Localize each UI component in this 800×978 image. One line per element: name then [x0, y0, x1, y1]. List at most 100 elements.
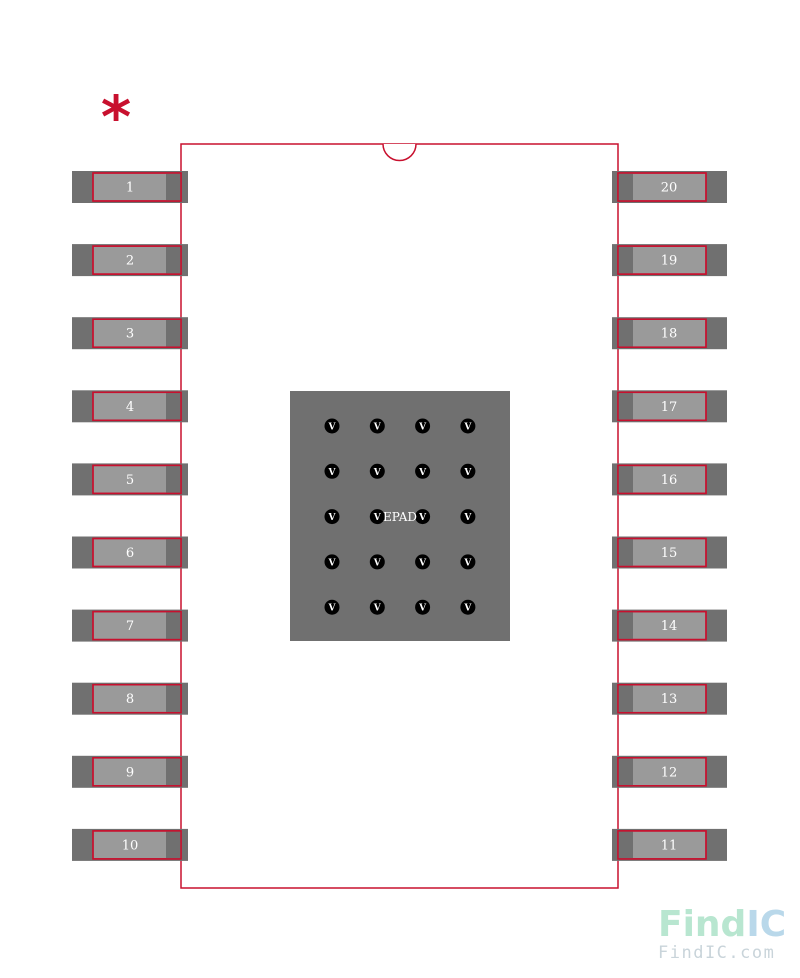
- pad-number: 19: [661, 254, 678, 269]
- via-label: V: [463, 604, 472, 614]
- thermal-via: V: [324, 418, 340, 434]
- watermark-logo-ic: IC: [746, 904, 786, 945]
- pad-copper-overlap: [166, 684, 181, 713]
- thermal-via: V: [415, 599, 431, 615]
- pad-left-6: 6: [72, 536, 188, 569]
- pad-number: 9: [126, 765, 134, 780]
- via-circle: [324, 509, 340, 525]
- via-circle: [460, 463, 476, 479]
- via-circle: [415, 418, 431, 434]
- pad-copper-overlap: [166, 319, 181, 348]
- thermal-via: V: [369, 599, 385, 615]
- pad-copper-overlap: [166, 465, 181, 494]
- thermal-via: V: [324, 509, 340, 525]
- pad-number: 15: [661, 546, 678, 561]
- pad-right-13: 13: [612, 682, 727, 715]
- via-label: V: [328, 558, 337, 568]
- pad-number: 16: [661, 473, 678, 488]
- via-circle: [324, 599, 340, 615]
- via-label: V: [373, 558, 382, 568]
- pad-copper-overlap: [618, 684, 633, 713]
- thermal-via: V: [324, 463, 340, 479]
- via-circle: [460, 509, 476, 525]
- via-label: V: [463, 513, 472, 523]
- pad-number: 7: [126, 619, 134, 634]
- via-label: V: [463, 468, 472, 478]
- pad-copper-overlap: [618, 538, 633, 567]
- via-circle: [324, 463, 340, 479]
- pad-outline-border: [617, 683, 707, 714]
- pad-outline-border: [92, 830, 182, 860]
- thermal-via: V: [415, 418, 431, 434]
- via-circle: [415, 509, 431, 525]
- via-label: V: [373, 468, 382, 478]
- pad-outline-border: [92, 464, 182, 495]
- pad-number: 5: [126, 473, 134, 488]
- pad-right-19: 19: [612, 244, 727, 277]
- pad-number: 3: [126, 327, 134, 342]
- pad-copper-overlap: [166, 538, 181, 567]
- via-circle: [369, 418, 385, 434]
- thermal-via: V: [460, 554, 476, 570]
- via-label: V: [328, 423, 337, 433]
- via-label: V: [328, 513, 337, 523]
- pad-right-11: 11: [612, 828, 727, 861]
- pad-left-4: 4: [72, 390, 188, 423]
- via-label: V: [373, 513, 382, 523]
- pad-copper-overlap: [166, 757, 181, 786]
- pad-outline-border: [92, 610, 182, 641]
- thermal-via: V: [369, 463, 385, 479]
- pin1-marker: *: [101, 83, 131, 151]
- via-circle: [460, 599, 476, 615]
- pad-right-17: 17: [612, 390, 727, 423]
- pad-copper-overlap: [618, 465, 633, 494]
- pad-copper-overlap: [618, 173, 633, 201]
- pad-outline-border: [617, 318, 707, 348]
- epad-label: EPAD: [383, 510, 417, 524]
- via-circle: [369, 554, 385, 570]
- findic-watermark: FindIC FindIC.com: [658, 904, 786, 963]
- thermal-via: V: [369, 554, 385, 570]
- pad-right-16: 16: [612, 463, 727, 496]
- thermal-via: V: [324, 599, 340, 615]
- pad-copper-overlap: [618, 319, 633, 348]
- via-label: V: [418, 513, 427, 523]
- via-label: V: [463, 558, 472, 568]
- via-label: V: [418, 604, 427, 614]
- via-circle: [415, 463, 431, 479]
- pad-outline-border: [92, 537, 182, 568]
- via-label: V: [418, 558, 427, 568]
- pad-right-15: 15: [612, 536, 727, 569]
- via-label: V: [328, 604, 337, 614]
- watermark-logo-find: Find: [658, 904, 746, 945]
- via-circle: [460, 418, 476, 434]
- via-label: V: [373, 423, 382, 433]
- pad-number: 13: [661, 692, 678, 707]
- via-circle: [369, 509, 385, 525]
- thermal-via: V: [369, 418, 385, 434]
- pad-left-3: 3: [72, 317, 188, 350]
- pad-outline-border: [617, 610, 707, 641]
- thermal-via: V: [460, 509, 476, 525]
- pad-left-8: 8: [72, 682, 188, 715]
- pad-copper-overlap: [166, 173, 181, 201]
- via-circle: [415, 554, 431, 570]
- thermal-via: V: [415, 509, 431, 525]
- via-circle: [369, 463, 385, 479]
- via-circle: [369, 599, 385, 615]
- pad-outline-border: [92, 172, 182, 202]
- pad-right-20: 20: [612, 171, 727, 203]
- thermal-via: V: [415, 554, 431, 570]
- pad-left-5: 5: [72, 463, 188, 496]
- pad-outline-border: [617, 391, 707, 422]
- via-label: V: [463, 423, 472, 433]
- pad-number: 20: [661, 181, 678, 196]
- pad-number: 2: [126, 254, 134, 269]
- pad-right-12: 12: [612, 755, 727, 788]
- thermal-via: V: [324, 554, 340, 570]
- pad-copper-overlap: [166, 830, 181, 859]
- pad-number: 17: [661, 400, 678, 415]
- watermark-url: FindIC.com: [658, 943, 775, 963]
